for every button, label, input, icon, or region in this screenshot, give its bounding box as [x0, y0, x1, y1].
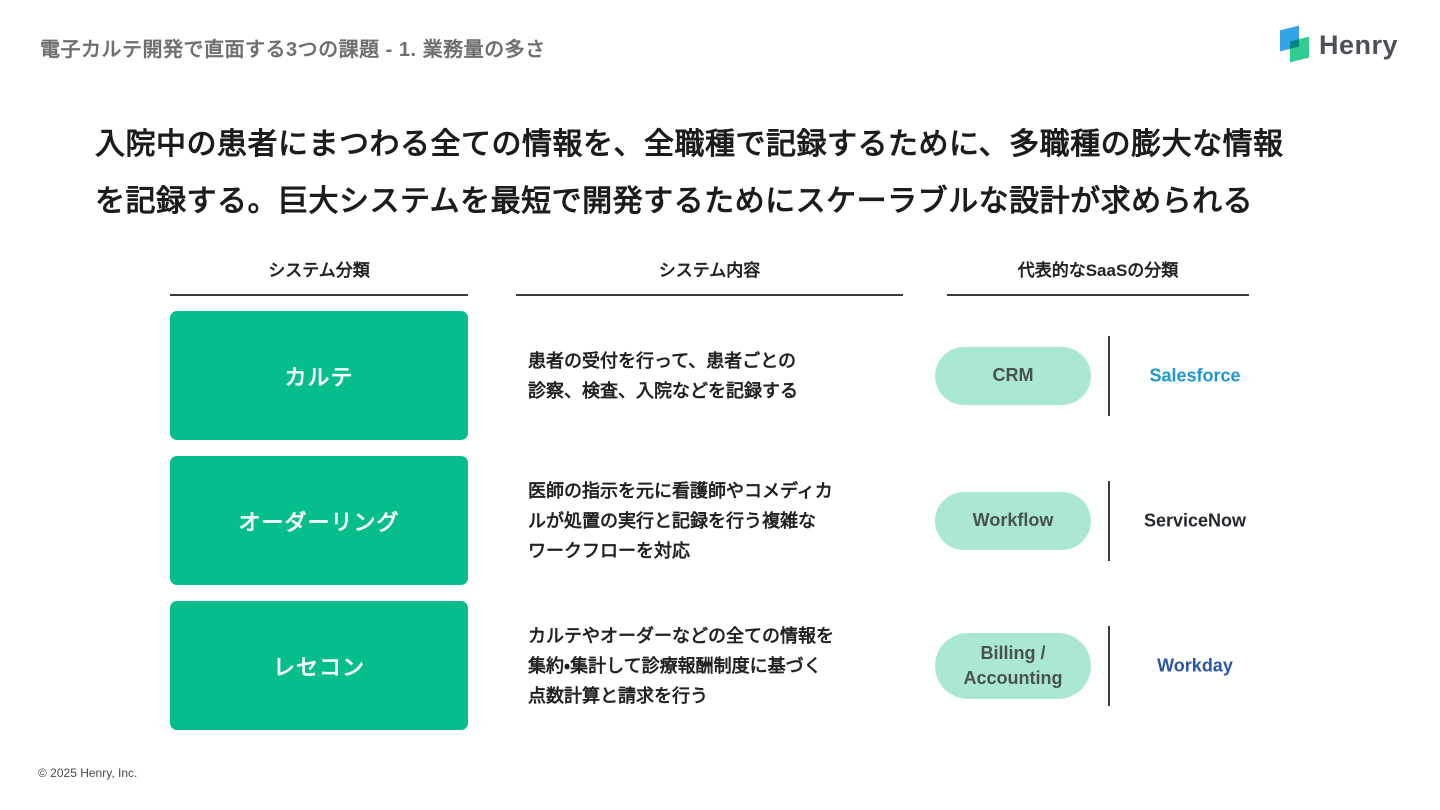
- column-header-system-category: システム分類: [170, 256, 468, 296]
- description-line: 患者の受付を行って、患者ごとの: [528, 350, 797, 371]
- heading-line-1: 入院中の患者にまつわる全ての情報を、全職種で記録するために、多職種の膨大な情報: [95, 128, 1284, 161]
- description-line: ルが処置の実行と記録を行う複雑な: [528, 510, 816, 531]
- heading-line-2: を記録する。巨大システムを最短で開発するためにスケーラブルな設計が求められる: [95, 185, 1254, 218]
- saas-category-pill: Billing / Accounting: [935, 632, 1091, 699]
- saas-product-name: ServiceNow: [1143, 510, 1247, 530]
- divider-line: [1108, 335, 1110, 416]
- system-description: 医師の指示を元に看護師やコメディカ ルが処置の実行と記録を行う複雑な ワークフロ…: [528, 476, 938, 566]
- system-description: カルテやオーダーなどの全ての情報を 集約・集計して診療報酬制度に基づく 点数計算…: [528, 621, 938, 711]
- copyright-notice: © 2025 Henry, Inc.: [38, 766, 138, 780]
- henry-logo: Henry: [1279, 22, 1398, 68]
- table-row: レセコン カルテやオーダーなどの全ての情報を 集約・集計して診療報酬制度に基づく…: [0, 601, 1440, 730]
- saas-category-pill: CRM: [935, 346, 1091, 405]
- column-header-saas-category: 代表的なSaaSの分類: [947, 256, 1249, 296]
- description-line: 診察、検査、入院などを記録する: [528, 380, 798, 401]
- description-line: 医師の指示を元に看護師やコメディカ: [528, 480, 833, 501]
- description-line: カルテやオーダーなどの全ての情報を: [528, 625, 834, 646]
- description-line: 集約・集計して診療報酬制度に基づく: [528, 655, 822, 676]
- table-row: カルテ 患者の受付を行って、患者ごとの 診察、検査、入院などを記録する CRM …: [0, 311, 1440, 440]
- slide-title: 電子カルテ開発で直面する3つの課題 - 1. 業務量の多さ: [40, 39, 546, 61]
- system-description: 患者の受付を行って、患者ごとの 診察、検査、入院などを記録する: [528, 346, 938, 406]
- table-row: オーダーリング 医師の指示を元に看護師やコメディカ ルが処置の実行と記録を行う複…: [0, 456, 1440, 585]
- description-line: 点数計算と請求を行う: [528, 685, 708, 706]
- saas-product-name: Salesforce: [1149, 365, 1241, 385]
- logo-green-shape: [1289, 36, 1309, 63]
- divider-line: [1108, 480, 1110, 561]
- logo-wordmark: Henry: [1318, 29, 1398, 60]
- system-box-karte: カルテ: [170, 311, 468, 440]
- henry-logo-icon: [1279, 22, 1311, 68]
- system-box-ordering: オーダーリング: [170, 456, 468, 585]
- system-box-rececom: レセコン: [170, 601, 468, 730]
- main-heading: 入院中の患者にまつわる全ての情報を、全職種で記録するために、多職種の膨大な情報 …: [95, 116, 1284, 230]
- saas-category-pill: Workflow: [935, 491, 1091, 550]
- column-header-system-content: システム内容: [516, 256, 903, 296]
- divider-line: [1108, 625, 1110, 706]
- description-line: ワークフローを対応: [528, 540, 690, 561]
- saas-product-name: Workday: [1157, 655, 1233, 675]
